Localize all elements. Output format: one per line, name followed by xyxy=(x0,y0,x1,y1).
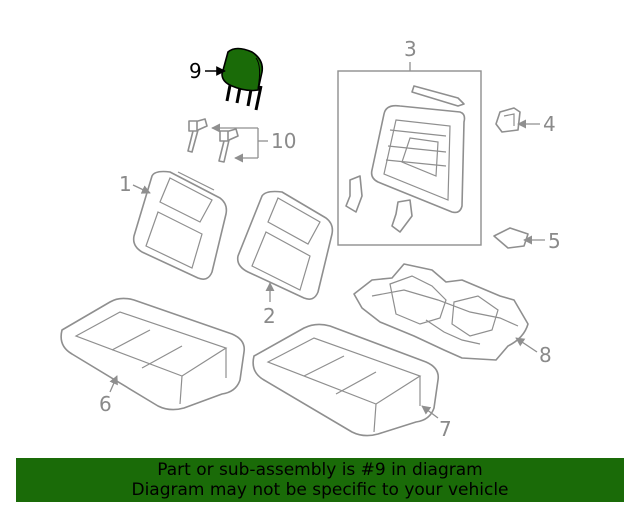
headrest-guide-part-10[interactable] xyxy=(187,118,239,163)
callout-10: 10 xyxy=(211,123,296,163)
clip-part-4[interactable] xyxy=(495,107,521,133)
seat-cushion-part-6[interactable] xyxy=(60,297,246,411)
bracket-part-5[interactable] xyxy=(493,227,529,249)
callout-6-label: 6 xyxy=(99,392,112,416)
callout-3-label: 3 xyxy=(404,37,417,61)
callout-1: 1 xyxy=(119,172,151,196)
notice-line-2: Diagram may not be specific to your vehi… xyxy=(131,480,509,500)
callout-8: 8 xyxy=(515,337,552,367)
seat-back-part-1[interactable] xyxy=(132,170,228,280)
callout-2: 2 xyxy=(263,282,276,328)
callout-4-label: 4 xyxy=(543,112,556,136)
headrest-part-9[interactable] xyxy=(221,47,264,111)
parts-diagram: 9 10 1 2 xyxy=(60,37,561,441)
floor-frame-part-8[interactable] xyxy=(353,263,529,361)
callout-4: 4 xyxy=(517,112,556,136)
notice-banner: Part or sub-assembly is #9 in diagram Di… xyxy=(16,458,624,502)
notice-line-1: Part or sub-assembly is #9 in diagram xyxy=(157,460,483,480)
callout-1-label: 1 xyxy=(119,172,132,196)
callout-6: 6 xyxy=(99,375,118,416)
callout-7: 7 xyxy=(421,405,452,441)
seat-cushion-part-7[interactable] xyxy=(252,323,440,437)
seat-back-part-2[interactable] xyxy=(236,190,334,300)
callout-10-label: 10 xyxy=(271,129,296,153)
callout-5-label: 5 xyxy=(548,229,561,253)
callout-5: 5 xyxy=(523,229,561,253)
callout-9-label: 9 xyxy=(189,59,202,83)
callout-2-label: 2 xyxy=(263,304,276,328)
callout-9: 9 xyxy=(189,59,226,83)
callout-8-label: 8 xyxy=(539,343,552,367)
seat-frame-assembly-part-3[interactable] xyxy=(337,70,482,246)
callout-7-label: 7 xyxy=(439,417,452,441)
callout-3: 3 xyxy=(404,37,417,71)
